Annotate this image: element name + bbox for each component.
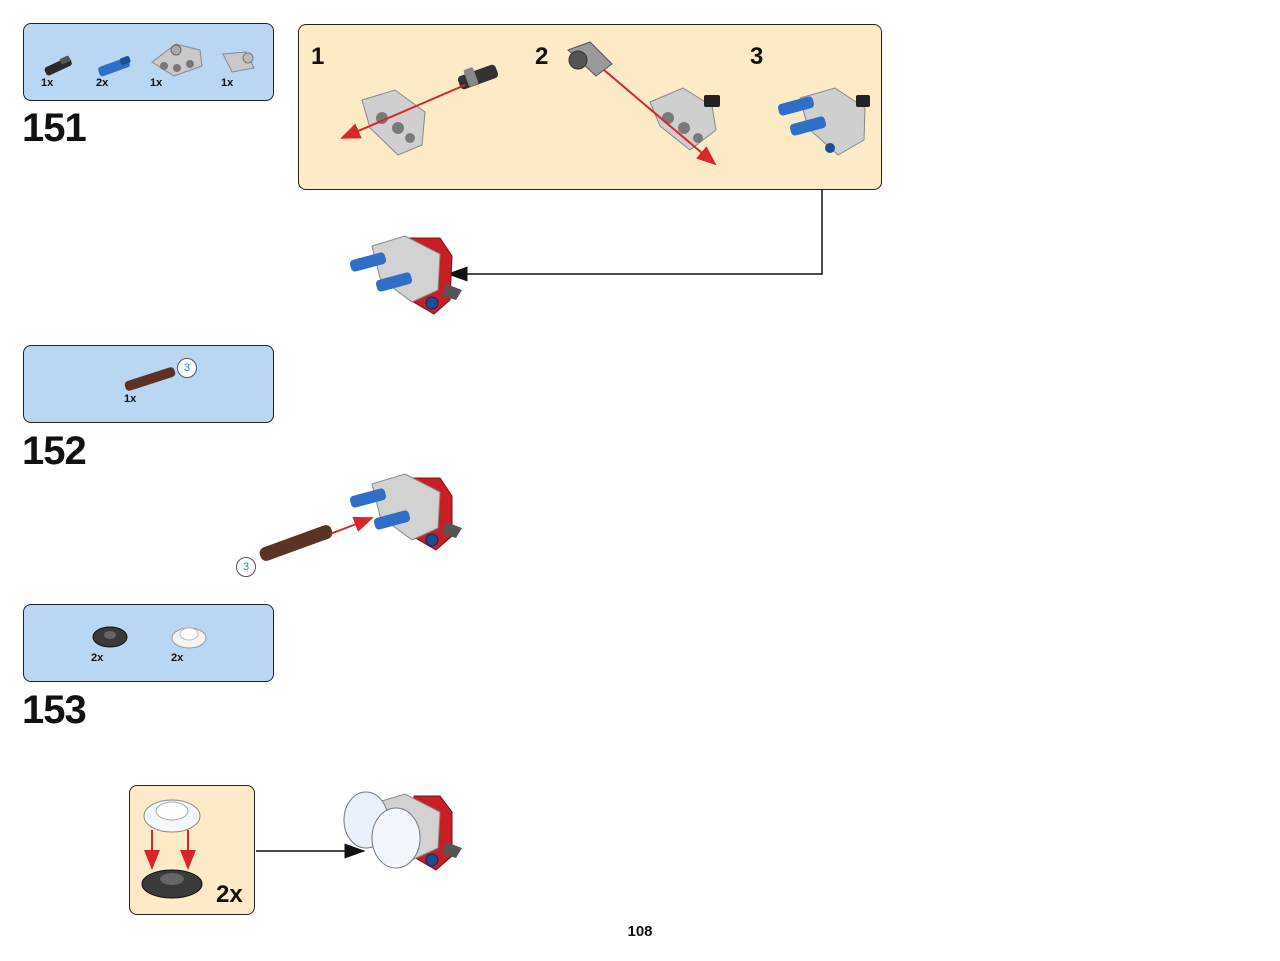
step-number-151: 151 — [22, 106, 87, 150]
parts-box-151: 1x 2x 1x 1x — [23, 23, 274, 101]
page-number: 108 — [627, 923, 653, 940]
parts-list-152 — [124, 367, 176, 391]
part-qty: 1x — [150, 77, 163, 89]
substep-1-illustration — [340, 64, 499, 156]
substep-label: 1 — [311, 43, 325, 70]
axle-length-callout: 3 — [236, 557, 256, 577]
parts-list-151 — [44, 43, 255, 77]
axle-brown-icon — [124, 367, 176, 391]
assembly-connector-line — [446, 190, 823, 282]
step-number-153: 153 — [22, 688, 87, 732]
step-number-152: 152 — [22, 429, 87, 473]
substep-3-illustration — [777, 87, 870, 156]
parts-box-152: 1x 3 — [23, 345, 274, 423]
part-qty: 1x — [221, 77, 234, 89]
subassembly-box-153: 2x — [129, 785, 255, 915]
part-qty: 2x — [96, 77, 109, 89]
axle-pin-black-icon — [44, 55, 72, 76]
parts-box-153: 2x 2x — [23, 604, 274, 682]
part-qty: 2x — [91, 652, 104, 664]
axle-connector-gray-icon — [222, 51, 255, 73]
model-step-152 — [259, 473, 462, 561]
parts-list-153 — [92, 626, 207, 649]
part-qty: 1x — [124, 393, 137, 405]
substep-label: 2 — [535, 43, 549, 70]
beam-connector-gray-icon — [151, 43, 203, 77]
model-step-153 — [343, 791, 462, 871]
axle-pin-blue-icon — [98, 56, 131, 77]
substep-label: 3 — [750, 43, 764, 70]
part-qty: 1x — [41, 77, 54, 89]
model-step-151 — [349, 235, 462, 315]
round-dish-transparent-icon — [171, 627, 207, 649]
subassembly-illustration — [141, 799, 203, 899]
subassembly-qty: 2x — [216, 881, 243, 908]
axle-length-callout: 3 — [177, 358, 197, 378]
round-plate-black-icon — [92, 626, 128, 648]
part-qty: 2x — [171, 652, 184, 664]
substep-2-illustration — [567, 41, 720, 166]
